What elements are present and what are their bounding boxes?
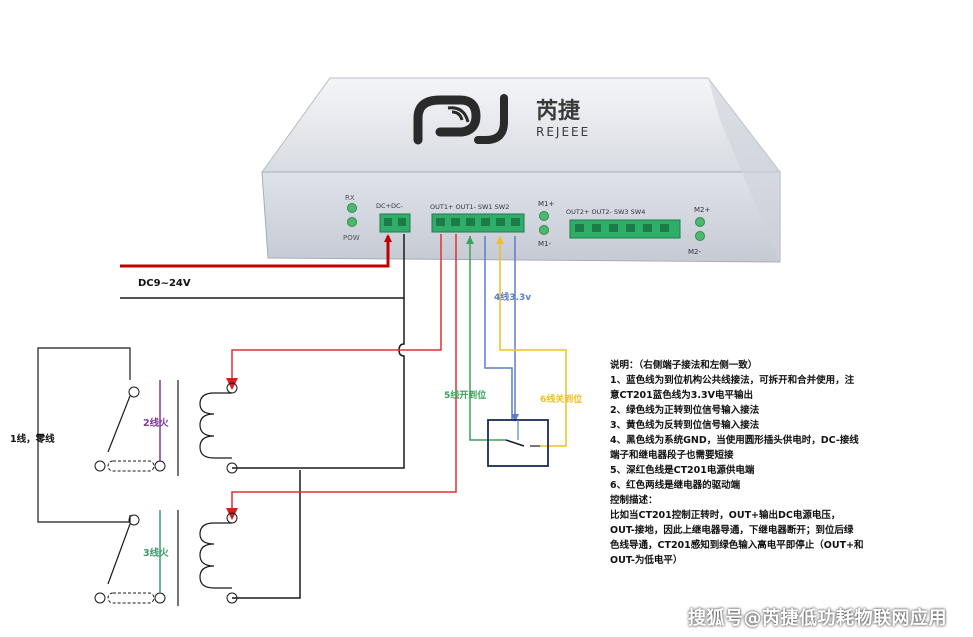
note-line: 3、黄色线为反转到位信号输入接法: [610, 420, 760, 431]
note-line: 说明：（右侧端子接法和左侧一致）: [610, 360, 758, 371]
note-line: 1、蓝色线为到位机构公共线接法，可拆开和合并使用，注: [610, 375, 855, 386]
wire-line1-neutral: [37, 347, 131, 523]
device-top-face: [261, 77, 782, 173]
led-m2-bottom: [695, 231, 705, 241]
line6-label: 6线关到位: [540, 393, 582, 405]
line5-label: 5线开到位: [444, 389, 486, 401]
limit-switch-icon: [487, 419, 549, 467]
led-m1-bottom: [539, 225, 549, 235]
note-line: OUT-接地，因此上继电器导通，下继电器断开；到位后绿: [610, 525, 854, 536]
wire-line6-yellow: [499, 236, 567, 447]
brand-name-cn: 芮捷: [536, 98, 581, 124]
relay-coil-icon: [199, 512, 238, 604]
wire-line4-blue: [484, 236, 513, 420]
port-m1-top-label: M1+: [538, 200, 554, 208]
line1-label: 1线，零线: [10, 433, 55, 445]
brand-name-en: REJEEE: [536, 125, 590, 139]
led-m2-top: [695, 217, 705, 227]
port-group1-label: OUT1+ OUT1- SW1 SW2: [430, 203, 509, 211]
port-m2-bottom-label: M2-: [688, 248, 701, 256]
note-line: 色线导通，CT201感知到绿色输入高电平即停止（OUT+和: [610, 540, 864, 551]
line4-label: 4线3.3v: [494, 291, 531, 303]
rejeee-logo-icon: [413, 94, 508, 145]
note-line: 比如当CT201控制正转时，OUT+输出DC电源电压，: [610, 510, 841, 521]
note-line: 6、红色两线是继电器的驱动端: [610, 480, 741, 491]
watermark: 搜狐号@芮捷低功耗物联网应用: [688, 608, 947, 629]
wire-out1-plus: [226, 234, 442, 390]
port-m1-bottom-label: M1-: [538, 240, 551, 248]
wire-dc-positive: [120, 236, 390, 268]
wire-gnd-relay: [232, 298, 405, 469]
led-pow-label: POW: [343, 234, 360, 242]
wire-out1-minus: [226, 234, 457, 520]
relay-coil-icon: [199, 382, 238, 474]
line2-label: 2线火: [143, 417, 169, 429]
terminal-power: [379, 213, 411, 233]
wire-line5-green: [469, 236, 506, 441]
note-line: 4、黑色线为系统GND，当使用圆形插头供电时，DC-接线: [610, 435, 859, 446]
dc-supply-label: DC9~24V: [138, 278, 191, 289]
terminal-group1: [431, 213, 525, 233]
led-m1-top: [539, 211, 549, 221]
line3-label: 3线火: [143, 547, 169, 559]
note-line: 控制描述：: [610, 495, 658, 506]
port-power-label: DC+DC-: [376, 202, 404, 210]
relay-lower-contact: [94, 514, 166, 604]
note-line: 5、深红色线是CT201电源供电端: [610, 465, 755, 476]
terminal-group2: [569, 219, 681, 239]
note-line: 意CT201蓝色线为3.3V电平输出: [610, 390, 753, 401]
led-pow: [347, 217, 357, 227]
led-rx: [347, 203, 357, 213]
description-notes: 说明：（右侧端子接法和左侧一致） 1、蓝色线为到位机构公共线接法，可拆开和合并使用…: [610, 358, 960, 568]
port-group2-label: OUT2+ OUT2- SW3 SW4: [566, 208, 645, 216]
device-side-face: [708, 78, 780, 262]
port-m2-top-label: M2+: [694, 206, 710, 214]
led-rx-label: RX: [345, 194, 355, 202]
note-line: 2、绿色线为正转到位信号输入接法: [610, 405, 760, 416]
note-line: 端子和继电器段子也需要短接: [610, 450, 734, 461]
wire-gnd-lower: [232, 470, 301, 599]
device-enclosure: [261, 77, 782, 263]
note-line: OUT-为低电平）: [610, 555, 683, 566]
relay-upper-contact: [94, 386, 166, 472]
